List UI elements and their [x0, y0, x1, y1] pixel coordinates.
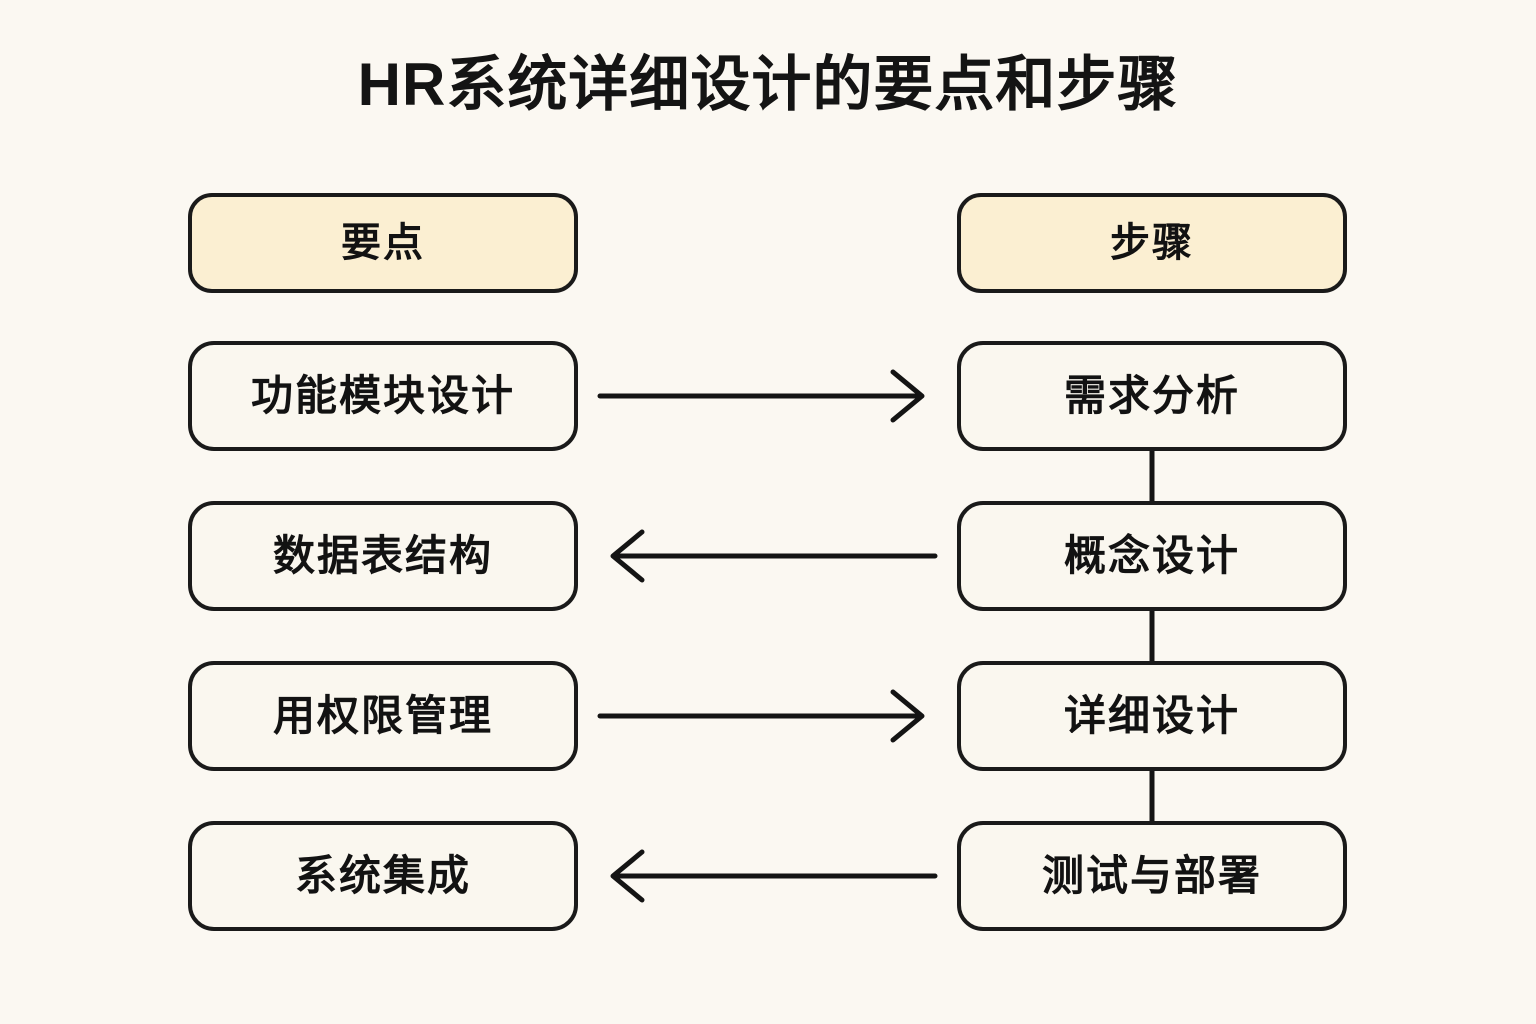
- arrow-row-2-left: [610, 529, 938, 583]
- column-header-right-label: 步骤: [1110, 221, 1194, 265]
- node-right-2[interactable]: 概念设计: [957, 501, 1347, 611]
- node-right-3[interactable]: 详细设计: [957, 661, 1347, 771]
- arrow-row-4-left: [610, 849, 938, 903]
- node-right-4-label: 测试与部署: [1041, 852, 1262, 899]
- node-left-3-label: 用权限管理: [272, 692, 493, 739]
- node-right-2-label: 概念设计: [1063, 532, 1240, 579]
- node-right-1[interactable]: 需求分析: [957, 341, 1347, 451]
- node-left-1-label: 功能模块设计: [250, 372, 515, 419]
- node-left-3[interactable]: 用权限管理: [188, 661, 578, 771]
- column-header-left-label: 要点: [341, 221, 425, 265]
- node-left-2[interactable]: 数据表结构: [188, 501, 578, 611]
- node-right-3-label: 详细设计: [1063, 692, 1240, 739]
- node-left-1[interactable]: 功能模块设计: [188, 341, 578, 451]
- node-left-4[interactable]: 系统集成: [188, 821, 578, 931]
- arrow-row-1-right: [597, 369, 925, 423]
- arrow-row-3-right: [597, 689, 925, 743]
- page-title: HR系统详细设计的要点和步骤: [357, 51, 1179, 118]
- node-right-4[interactable]: 测试与部署: [957, 821, 1347, 931]
- column-header-right[interactable]: 步骤: [957, 193, 1347, 293]
- node-right-1-label: 需求分析: [1063, 372, 1240, 419]
- node-left-4-label: 系统集成: [294, 852, 471, 899]
- column-header-left[interactable]: 要点: [188, 193, 578, 293]
- node-left-2-label: 数据表结构: [272, 532, 493, 579]
